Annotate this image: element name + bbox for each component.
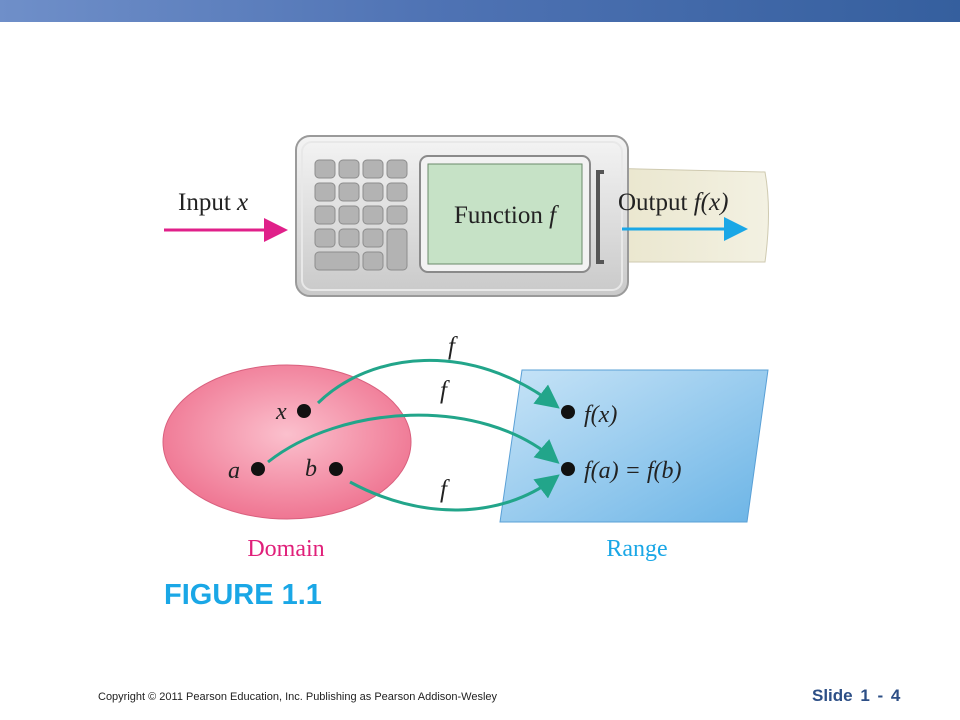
domain-point-label: b bbox=[305, 456, 317, 482]
function-label: Function f bbox=[454, 202, 559, 229]
arrow-label-f: f bbox=[440, 377, 450, 404]
figure-caption: FIGURE 1.1 bbox=[164, 579, 322, 611]
input-group: Input x bbox=[164, 189, 288, 242]
range-point bbox=[561, 462, 575, 476]
mapping-diagram: f f f x a b f(x) f(a) = f(b) Domain Rang… bbox=[162, 333, 769, 562]
range-point-label: f(a) = f(b) bbox=[584, 458, 682, 484]
slide-number: Slide 1 - 4 bbox=[812, 686, 901, 705]
input-label: Input x bbox=[178, 189, 248, 216]
domain-point bbox=[329, 462, 343, 476]
arrow-label-f: f bbox=[448, 333, 458, 360]
function-machine: Function f Output f(x) bbox=[295, 135, 769, 297]
domain-point-label: x bbox=[275, 399, 287, 425]
output-label: Output f(x) bbox=[618, 189, 728, 216]
mapping-arrow-x bbox=[316, 358, 560, 409]
output-slot bbox=[596, 170, 604, 264]
mapping-arrow-b bbox=[349, 474, 560, 512]
range-label: Range bbox=[606, 536, 667, 562]
domain-set bbox=[162, 364, 412, 520]
keypad bbox=[314, 159, 408, 271]
domain-label: Domain bbox=[247, 536, 324, 562]
mapping-arrow-a bbox=[267, 413, 560, 464]
domain-point bbox=[251, 462, 265, 476]
screen bbox=[427, 163, 583, 265]
title-bar bbox=[0, 0, 960, 22]
domain-point bbox=[297, 404, 311, 418]
copyright-text: Copyright © 2011 Pearson Education, Inc.… bbox=[98, 691, 498, 703]
range-point bbox=[561, 405, 575, 419]
arrow-label-f: f bbox=[440, 476, 450, 503]
range-point-label: f(x) bbox=[584, 402, 617, 428]
domain-point-label: a bbox=[228, 458, 240, 484]
